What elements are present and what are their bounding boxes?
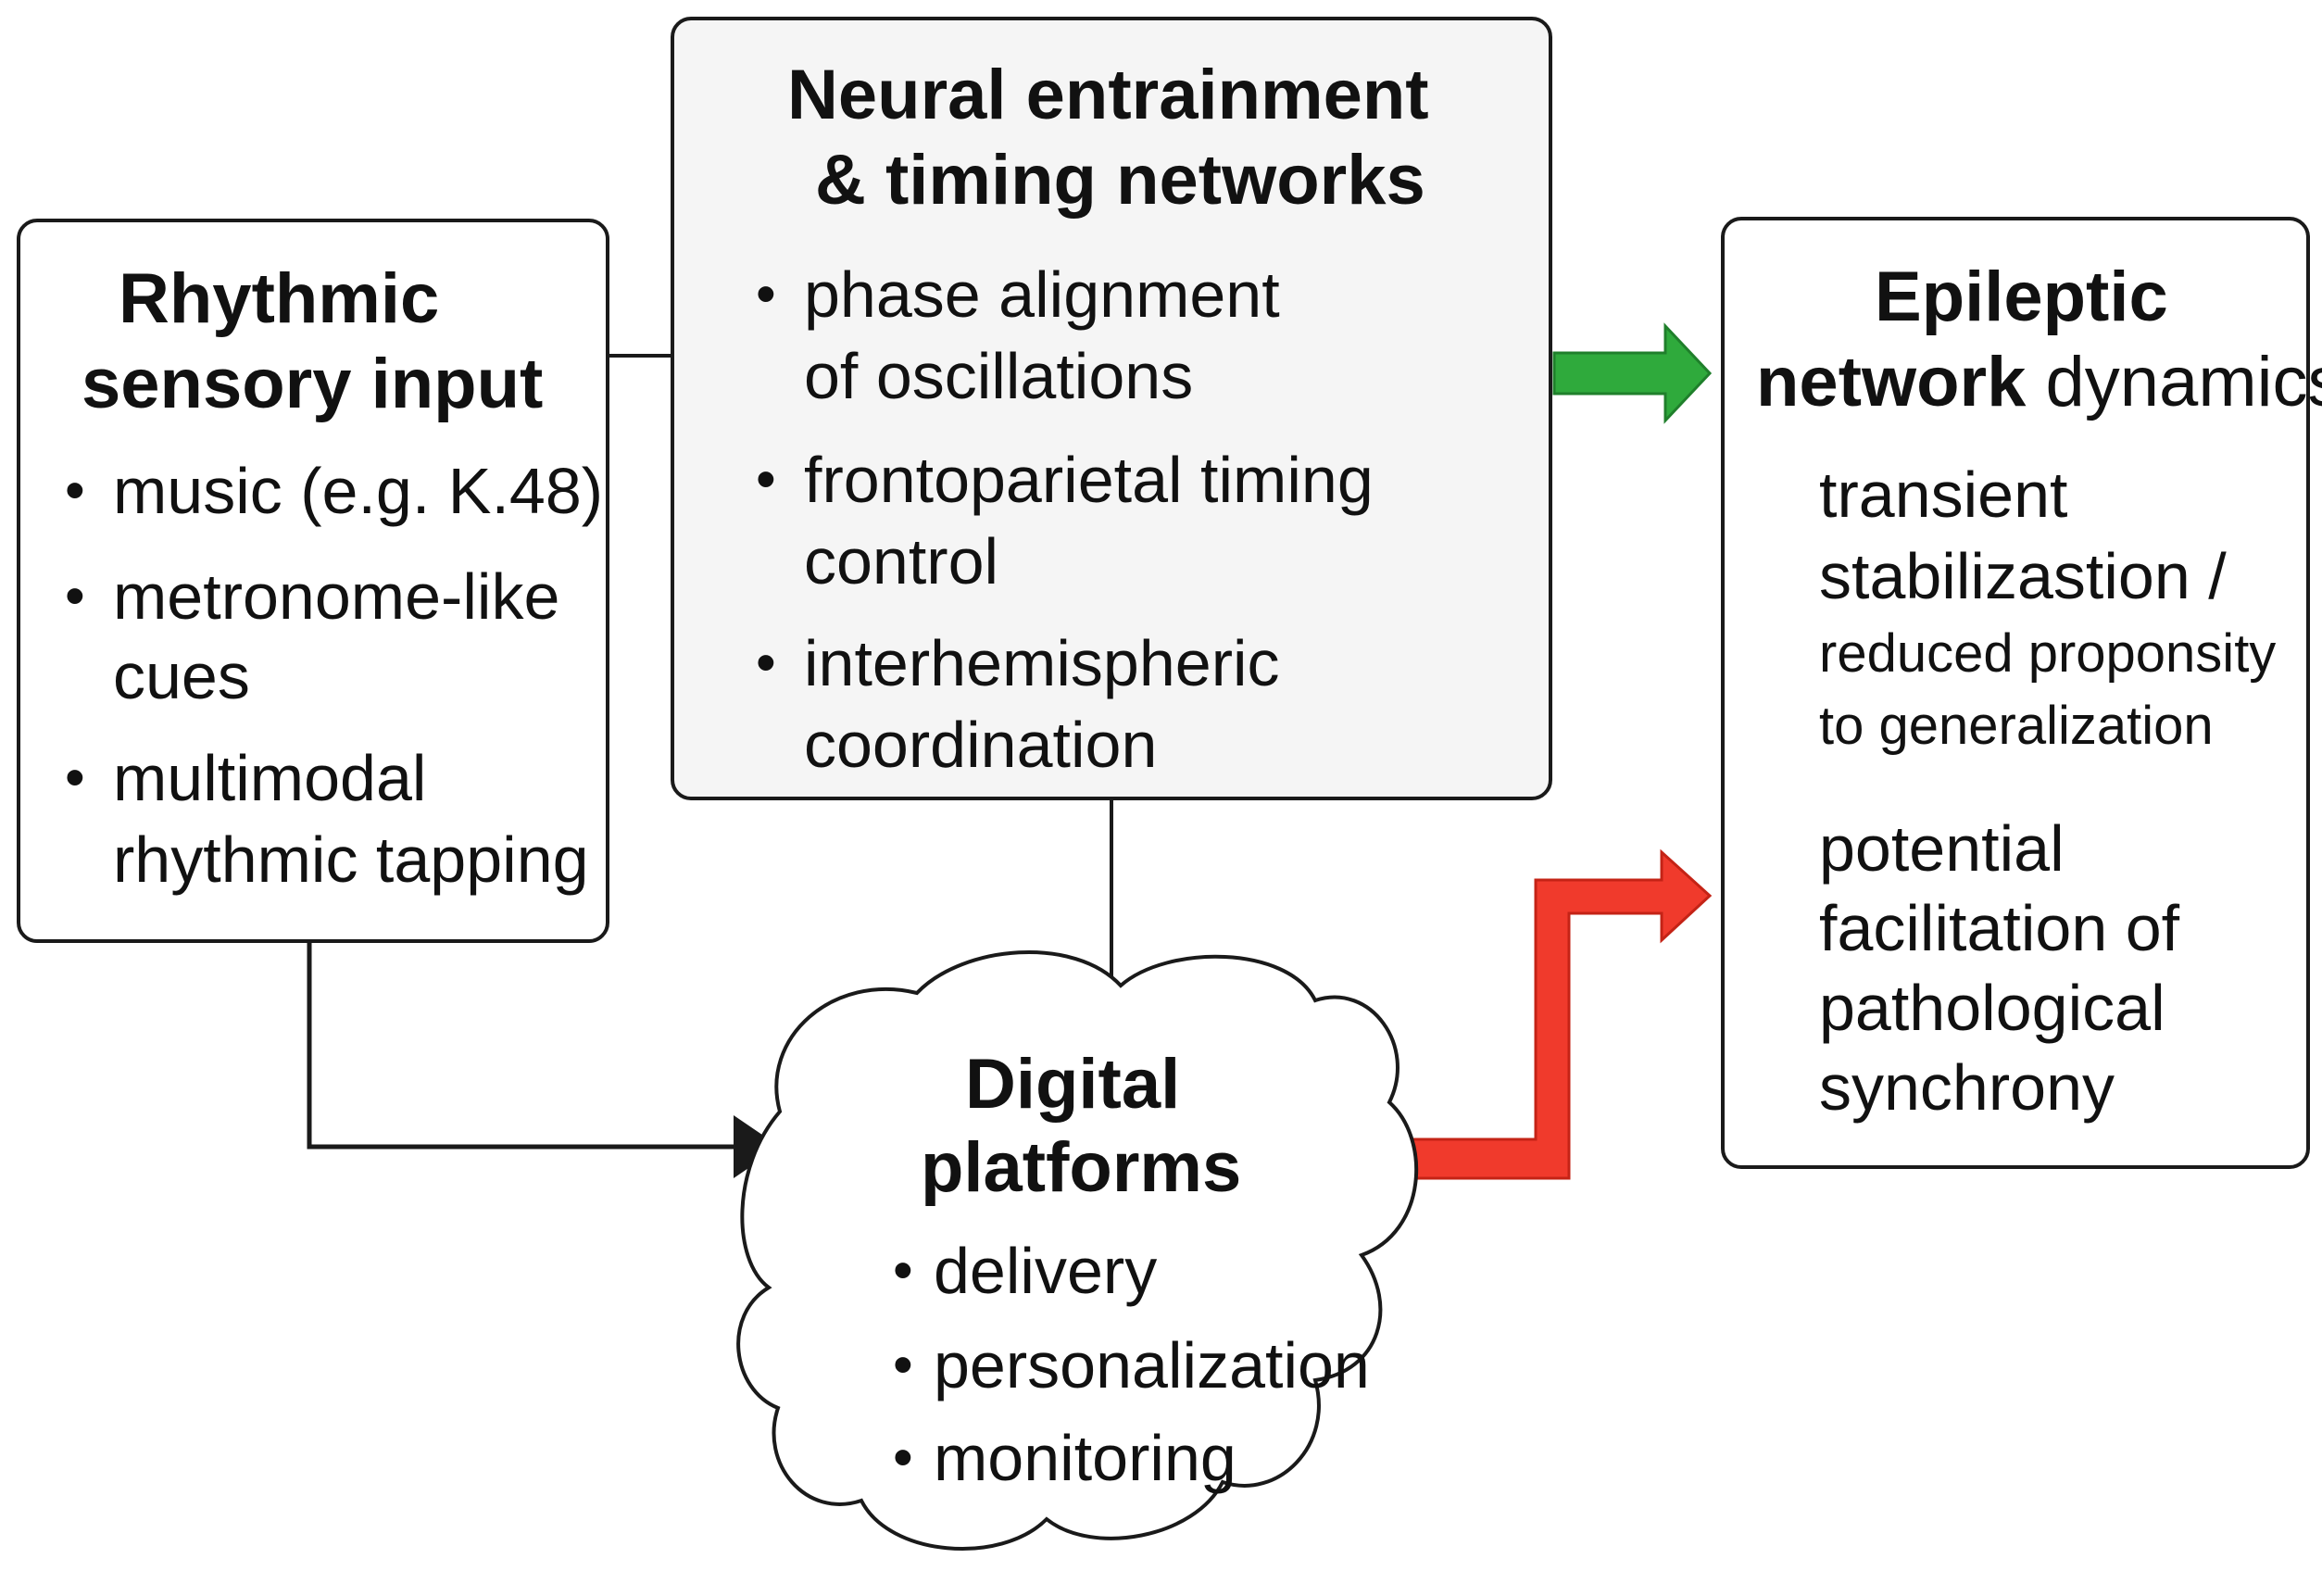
arrow-stabilization-green	[1552, 322, 1713, 424]
cloud-outline	[736, 949, 1419, 1551]
arrow-facilitation-red	[1374, 848, 1713, 1180]
neural-entrainment-box	[671, 17, 1552, 800]
epileptic-network-dynamics-box	[1721, 217, 2310, 1169]
arrow-rhythmic-to-digital	[307, 941, 741, 1150]
rhythmic-sensory-input-box	[17, 219, 609, 943]
